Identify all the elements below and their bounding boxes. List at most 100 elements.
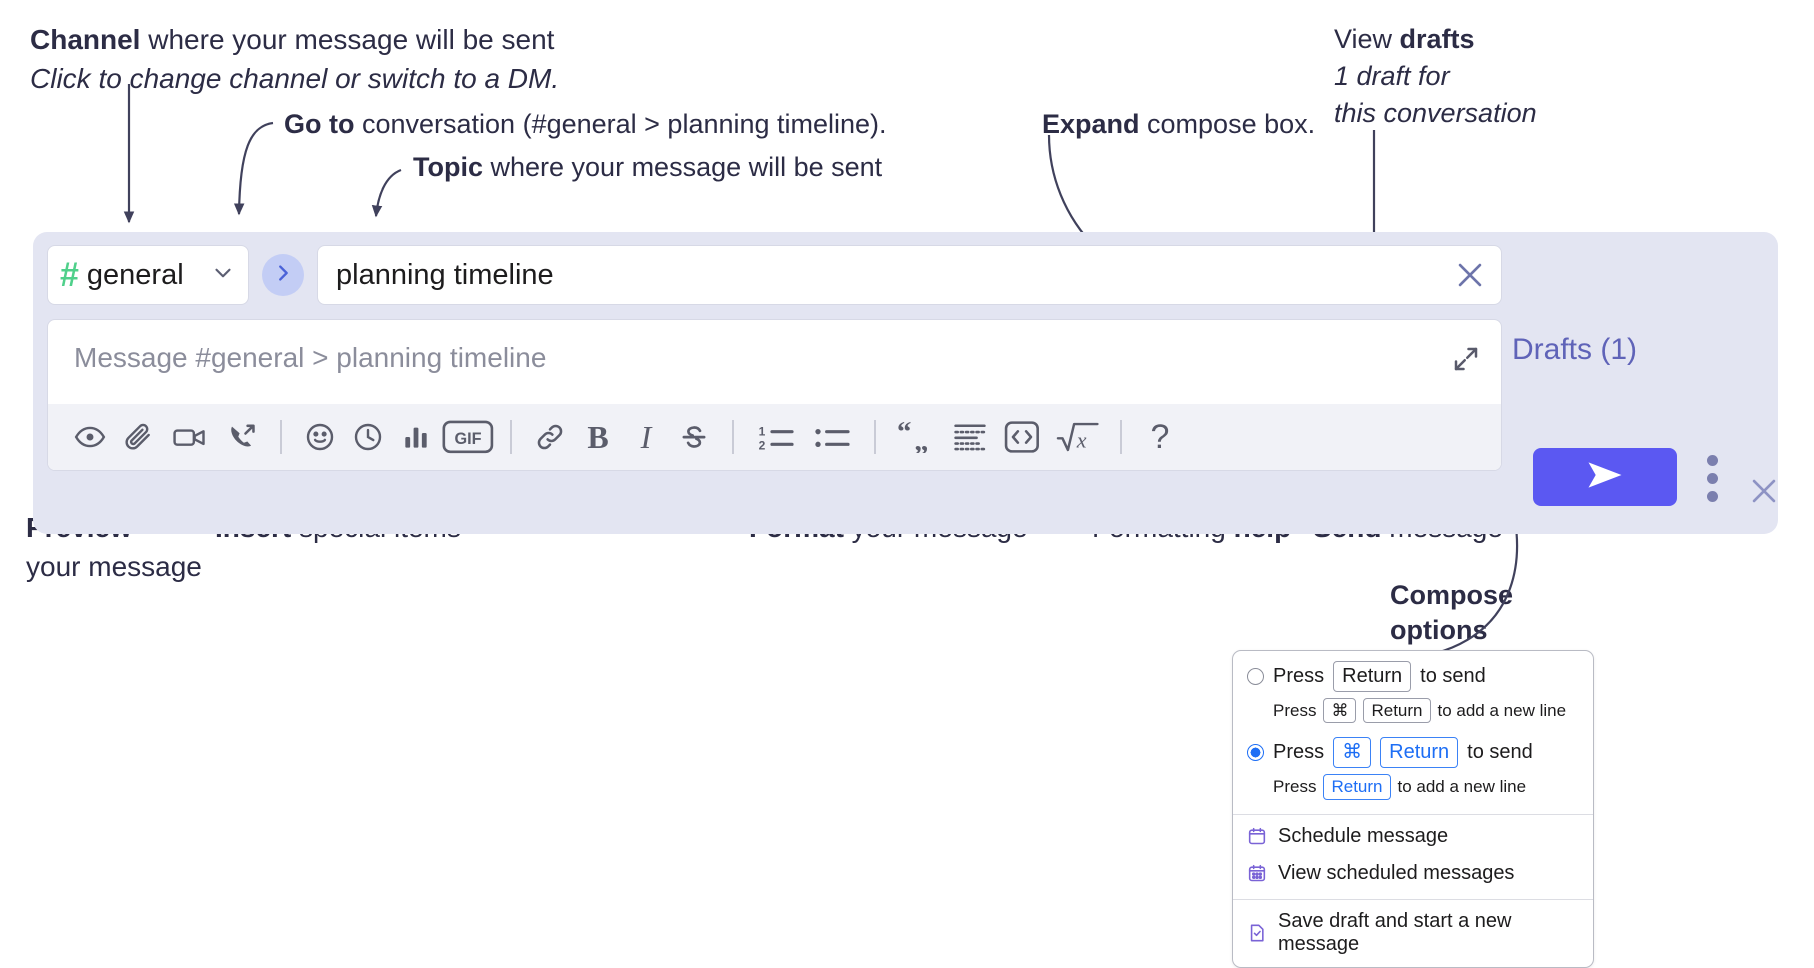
bulleted-list-icon[interactable] — [804, 413, 860, 461]
compose-options-button[interactable] — [1707, 455, 1718, 502]
annotation-goto: Go to conversation (#general > planning … — [284, 107, 887, 142]
option1-sub-pre: Press — [1273, 700, 1317, 720]
menu-divider — [1233, 813, 1593, 815]
annotation-channel: Channel where your message will be sent … — [30, 22, 559, 98]
italic-icon[interactable]: I — [622, 413, 670, 461]
channel-name: general — [86, 258, 184, 291]
toolbar-divider — [732, 420, 734, 454]
clear-topic-icon[interactable] — [1453, 258, 1487, 292]
formatting-toolbar: GIF B I — [48, 404, 1501, 470]
key-return: Return — [1380, 737, 1459, 769]
compose-inner: # general planning timeline — [47, 245, 1502, 471]
menu-option-return-to-send[interactable]: Press Return to send Press ⌘ Return to a… — [1233, 651, 1593, 733]
annotation-channel-italic: Click to change channel or switch to a D… — [30, 63, 560, 95]
annotation-expand-bold: Expand — [1042, 109, 1140, 139]
annotation-expand: Expand compose box. — [1042, 107, 1315, 142]
option2-sub-pre: Press — [1273, 776, 1317, 796]
message-input[interactable]: Message #general > planning timeline — [48, 320, 1501, 404]
option1-post: to send — [1420, 665, 1486, 687]
compose-options-menu: Press Return to send Press ⌘ Return to a… — [1232, 650, 1594, 968]
kebab-dot — [1707, 491, 1718, 502]
annotation-goto-bold: Go to — [284, 109, 355, 139]
italic-glyph: I — [640, 418, 652, 455]
annotation-compose-options-bold1: Compose — [1390, 580, 1514, 610]
hash-icon: # — [60, 256, 79, 294]
toolbar-divider — [1120, 420, 1122, 454]
svg-text:GIF: GIF — [454, 430, 481, 448]
option2-pre: Press — [1273, 741, 1325, 764]
poll-icon[interactable] — [392, 413, 440, 461]
annotation-drafts-italic2: this conversation — [1334, 98, 1537, 129]
menu-item-view-scheduled-messages[interactable]: View scheduled messages — [1233, 855, 1593, 892]
annotation-drafts: View drafts 1 draft for this conversatio… — [1334, 22, 1537, 131]
send-icon — [1582, 457, 1628, 498]
topic-input[interactable]: planning timeline — [317, 245, 1502, 305]
kebab-dot — [1707, 473, 1718, 484]
svg-text:2: 2 — [759, 439, 766, 453]
expand-icon[interactable] — [1451, 344, 1481, 379]
annotation-expand-rest: compose box. — [1139, 109, 1316, 139]
menu-item-label: Schedule message — [1278, 824, 1449, 847]
chevron-right-icon — [272, 262, 294, 289]
kebab-dot — [1707, 455, 1718, 466]
strikethrough-icon[interactable] — [670, 413, 718, 461]
chevron-down-icon — [210, 260, 236, 291]
annotation-compose-options-bold2: options — [1390, 614, 1488, 645]
menu-option-cmd-return-to-send[interactable]: Press ⌘ Return to send Press Return to a… — [1233, 733, 1593, 813]
menu-divider — [1233, 898, 1593, 900]
option1-sub-post: to add a new line — [1437, 700, 1567, 720]
compose-header-row: # general planning timeline — [47, 245, 1502, 305]
message-box: Message #general > planning timeline — [47, 319, 1502, 471]
annotation-drafts-pre: View — [1334, 24, 1400, 54]
code-block-icon[interactable] — [946, 413, 994, 461]
svg-text:“: “ — [897, 421, 911, 448]
option1-pre: Press — [1273, 665, 1325, 687]
blockquote-icon[interactable]: “ „ — [890, 413, 946, 461]
annotation-topic: Topic where your message will be sent — [413, 150, 882, 185]
bold-icon[interactable]: B — [574, 413, 622, 461]
message-placeholder: Message #general > planning timeline — [74, 342, 547, 373]
save-draft-icon — [1247, 923, 1267, 943]
ordered-list-icon[interactable]: 1 2 — [748, 413, 804, 461]
annotation-channel-bold: Channel — [30, 24, 141, 55]
send-button[interactable] — [1533, 448, 1677, 506]
help-glyph: ? — [1150, 417, 1170, 456]
key-return: Return — [1323, 774, 1391, 800]
annotation-drafts-bold: drafts — [1399, 24, 1475, 54]
svg-text:1: 1 — [759, 425, 766, 439]
bold-glyph: B — [587, 418, 609, 455]
radio-selected[interactable] — [1247, 744, 1264, 762]
code-snippet-icon[interactable] — [994, 413, 1050, 461]
menu-item-schedule-message[interactable]: Schedule message — [1233, 815, 1593, 855]
clock-icon[interactable] — [344, 413, 392, 461]
topic-value: planning timeline — [336, 258, 554, 291]
help-icon[interactable]: ? — [1136, 413, 1184, 461]
compose-panel: # general planning timeline — [33, 232, 1778, 534]
svg-text:„: „ — [914, 425, 928, 453]
key-command: ⌘ — [1323, 698, 1357, 724]
menu-item-label: Save draft and start a new message — [1278, 909, 1512, 955]
annotation-goto-rest: conversation (#general > planning timeli… — [354, 109, 887, 139]
audio-clip-icon[interactable] — [218, 413, 266, 461]
video-clip-icon[interactable] — [162, 413, 218, 461]
annotation-topic-rest: where your message will be sent — [483, 152, 883, 182]
channel-selector[interactable]: # general — [47, 245, 249, 305]
link-icon[interactable] — [526, 413, 574, 461]
toolbar-divider — [874, 420, 876, 454]
annotation-drafts-italic1: 1 draft for — [1334, 61, 1450, 92]
drafts-link[interactable]: Drafts (1) — [1512, 333, 1638, 366]
annotation-preview-line2: your message — [26, 551, 202, 583]
math-icon[interactable]: x — [1050, 413, 1106, 461]
option2-post: to send — [1467, 741, 1533, 764]
attachment-icon[interactable] — [114, 413, 162, 461]
gif-icon[interactable]: GIF — [440, 413, 496, 461]
key-return: Return — [1333, 661, 1412, 692]
svg-text:x: x — [1076, 427, 1087, 452]
preview-icon[interactable] — [66, 413, 114, 461]
emoji-icon[interactable] — [296, 413, 344, 461]
close-icon[interactable] — [1747, 474, 1781, 513]
radio-unselected[interactable] — [1247, 668, 1264, 685]
menu-item-save-draft[interactable]: Save draft and start a new message — [1233, 900, 1593, 967]
go-to-conversation-button[interactable] — [262, 254, 304, 296]
key-command: ⌘ — [1333, 737, 1372, 769]
